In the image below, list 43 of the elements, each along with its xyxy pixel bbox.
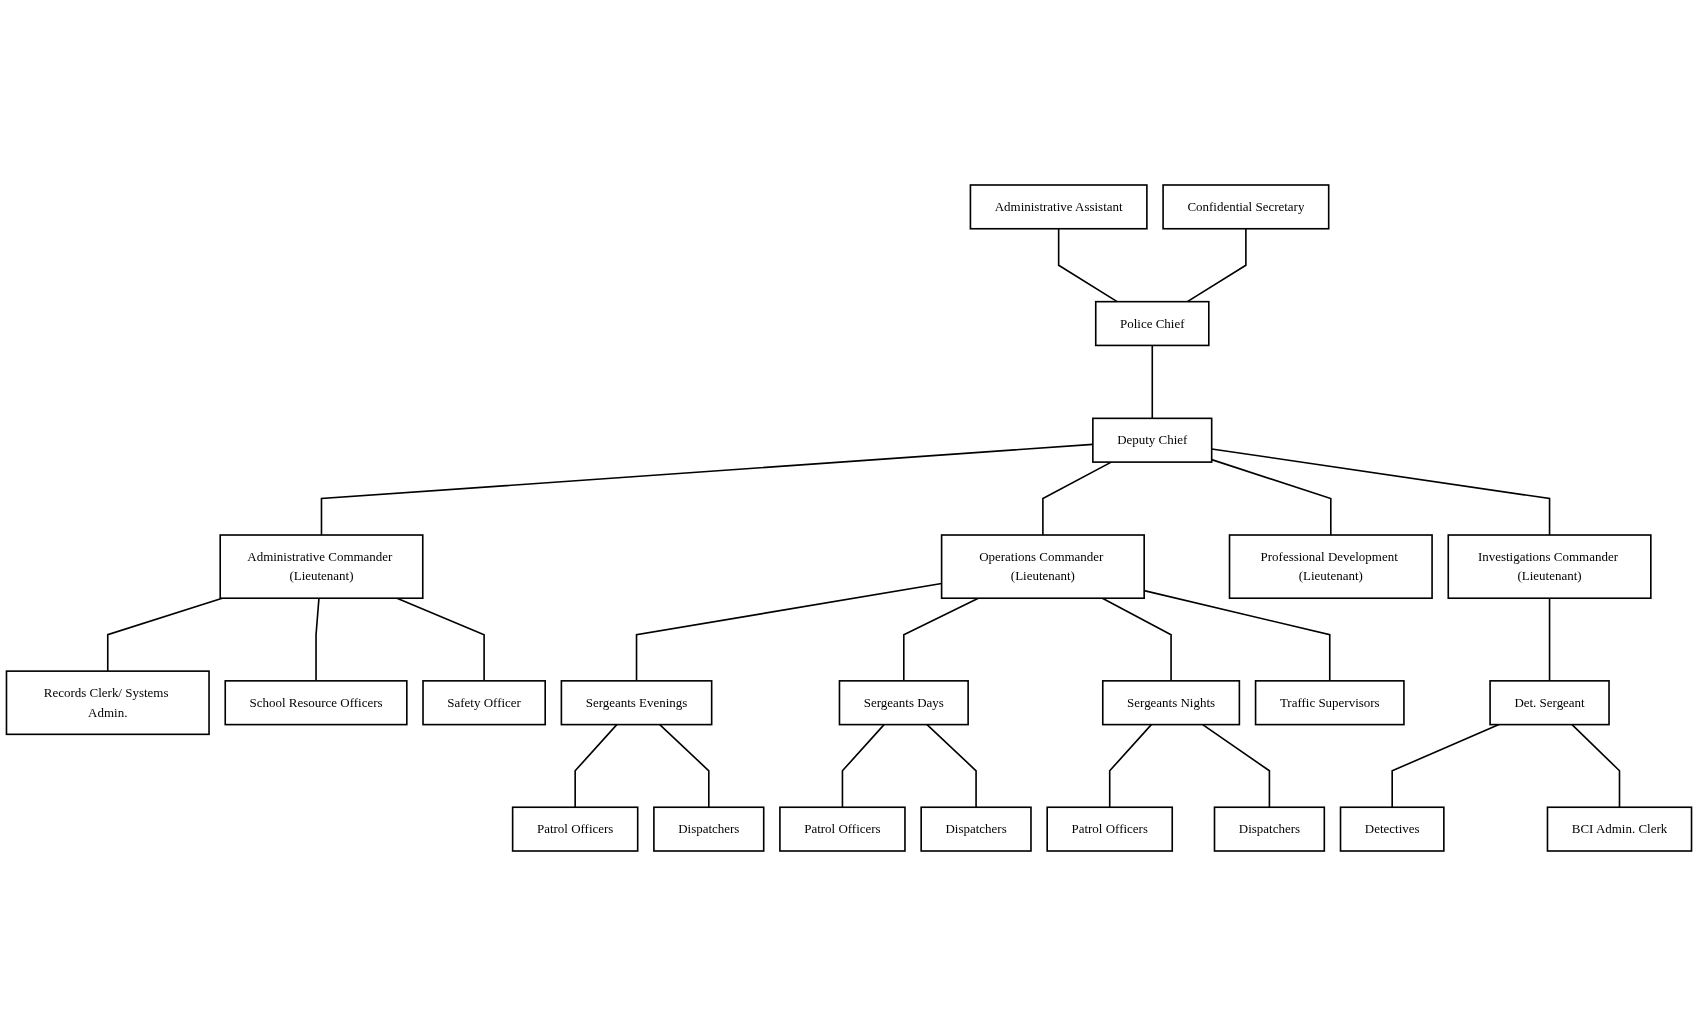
node-box: Investigations Commander (Lieutenant) [1447, 534, 1652, 599]
connector [315, 597, 320, 682]
node-box: Dispatchers [653, 806, 765, 852]
node-box: Dispatchers [920, 806, 1032, 852]
node-box: Patrol Officers [511, 806, 639, 852]
connector [841, 723, 885, 809]
node-box: Patrol Officers [779, 806, 906, 852]
connector [658, 723, 710, 809]
connector [1057, 227, 1118, 303]
node-box: Sergeants Evenings [560, 680, 713, 726]
node-box: School Resource Officers [224, 680, 408, 726]
node-box: Safety Officer [422, 680, 546, 726]
node-box: Confidential Secretary [1162, 184, 1330, 230]
connector [1108, 723, 1153, 809]
connector [396, 597, 485, 682]
connector [1391, 723, 1500, 809]
connector [1548, 597, 1551, 682]
connector [1101, 597, 1172, 682]
node-box: Dispatchers [1213, 806, 1326, 852]
node-box: Records Clerk/ Systems Admin. [5, 670, 210, 736]
node-box: BCI Admin. Clerk [1546, 806, 1693, 852]
node-box: Traffic Supervisors [1254, 680, 1405, 726]
node-box: Police Chief [1094, 300, 1210, 347]
node-box: Operations Commander (Lieutenant) [940, 534, 1145, 599]
connector [1210, 458, 1332, 536]
connector [1210, 448, 1551, 536]
node-box: Detectives [1339, 806, 1445, 852]
node-box: Administrative Assistant [969, 184, 1148, 230]
connector [926, 723, 977, 809]
node-box: Sergeants Nights [1101, 680, 1241, 726]
connector [1571, 723, 1621, 809]
connector [1186, 227, 1247, 303]
node-box: Deputy Chief [1092, 417, 1213, 463]
connector [106, 597, 224, 672]
node-box: Sergeants Days [838, 680, 969, 726]
node-box: Professional Development (Lieutenant) [1228, 534, 1433, 599]
node-box: Patrol Officers [1046, 806, 1174, 852]
node-box: Det. Sergeant [1489, 680, 1610, 726]
connector [903, 597, 980, 682]
connector [1201, 723, 1271, 809]
connector [1151, 344, 1154, 420]
connector [574, 723, 618, 809]
node-box: Administrative Commander (Lieutenant) [219, 534, 424, 599]
